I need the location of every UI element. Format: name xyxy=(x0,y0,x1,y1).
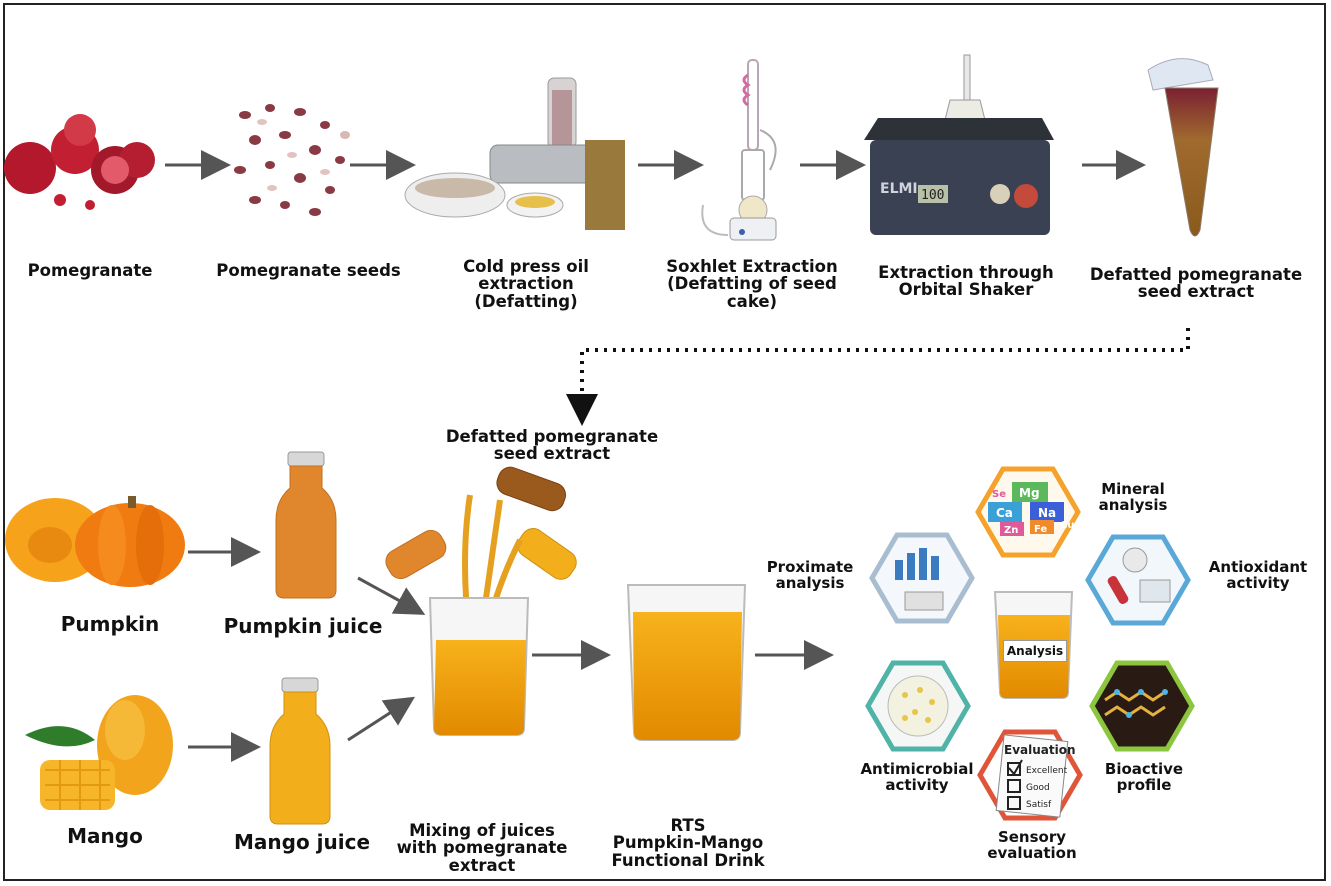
label-defatted-extract-top: Defatted pomegranate seed extract xyxy=(1089,265,1303,302)
label-orbital-shaker: Extraction through Orbital Shaker xyxy=(878,263,1054,300)
analysis-center-label: Analysis xyxy=(1003,640,1067,662)
pomegranate-seeds-image xyxy=(234,104,350,216)
label-pomegranate: Pomegranate xyxy=(27,261,153,280)
extract-tube-image xyxy=(1147,58,1219,237)
arrow-into-mixing-top xyxy=(357,576,426,615)
label-cold-press: Cold press oil extraction (Defatting) xyxy=(463,257,589,311)
label-bioactive: Bioactive profile xyxy=(1104,760,1184,794)
label-mango: Mango xyxy=(67,824,143,848)
label-pumpkin-juice: Pumpkin juice xyxy=(223,614,383,638)
label-pomegranate-seeds: Pomegranate seeds xyxy=(216,261,401,280)
shaker-brand-text: ELMI xyxy=(880,181,918,197)
label-soxhlet: Soxhlet Extraction (Defatting of seed ca… xyxy=(666,257,838,311)
evaluation-card-title: Evaluation xyxy=(1004,743,1076,757)
label-mixing: Mixing of juices with pomegranate extrac… xyxy=(396,821,568,875)
arrow-into-mixing-bottom xyxy=(347,696,416,742)
orbital-shaker-image xyxy=(864,54,1054,235)
diagram-frame xyxy=(3,3,1326,881)
mineral-se: Se xyxy=(992,489,1006,500)
label-antimicrobial: Antimicrobial activity xyxy=(860,760,974,794)
mango-juice-bottle xyxy=(269,677,331,825)
pumpkin-image xyxy=(5,496,185,587)
pomegranate-image xyxy=(4,114,155,210)
analysis-hub xyxy=(865,466,1195,821)
label-mango-juice: Mango juice xyxy=(233,830,371,854)
mineral-mg: Mg xyxy=(1019,486,1040,500)
mixing-beaker-image xyxy=(385,466,577,736)
label-sensory: Sensory evaluation xyxy=(987,828,1077,862)
label-mineral: Mineral analysis xyxy=(1098,480,1168,514)
mineral-zn: Zn xyxy=(1004,525,1018,536)
mineral-cu: Cu xyxy=(1060,520,1074,531)
soxhlet-image xyxy=(701,59,777,241)
mineral-fe: Fe xyxy=(1034,524,1047,535)
mango-image xyxy=(25,695,173,810)
label-pumpkin: Pumpkin xyxy=(60,612,160,636)
rts-drink-beaker xyxy=(626,584,747,741)
dotted-connector-arrow xyxy=(566,328,1190,426)
mineral-na: Na xyxy=(1038,506,1056,520)
mineral-ca: Ca xyxy=(996,506,1013,520)
evaluation-option-2: Good xyxy=(1026,783,1050,793)
pumpkin-juice-bottle xyxy=(275,451,337,599)
evaluation-option-1: Excellent xyxy=(1026,766,1068,776)
evaluation-option-3: Satisf xyxy=(1026,800,1052,810)
label-proximate: Proximate analysis xyxy=(766,558,854,592)
cold-press-image xyxy=(404,77,625,230)
label-defatted-extract-bottom: Defatted pomegranate seed extract xyxy=(445,427,659,464)
label-antioxidant: Antioxidant activity xyxy=(1208,558,1308,592)
label-rts-drink: RTS Pumpkin-Mango Functional Drink xyxy=(611,816,765,870)
shaker-display-text: 100 xyxy=(921,188,944,203)
